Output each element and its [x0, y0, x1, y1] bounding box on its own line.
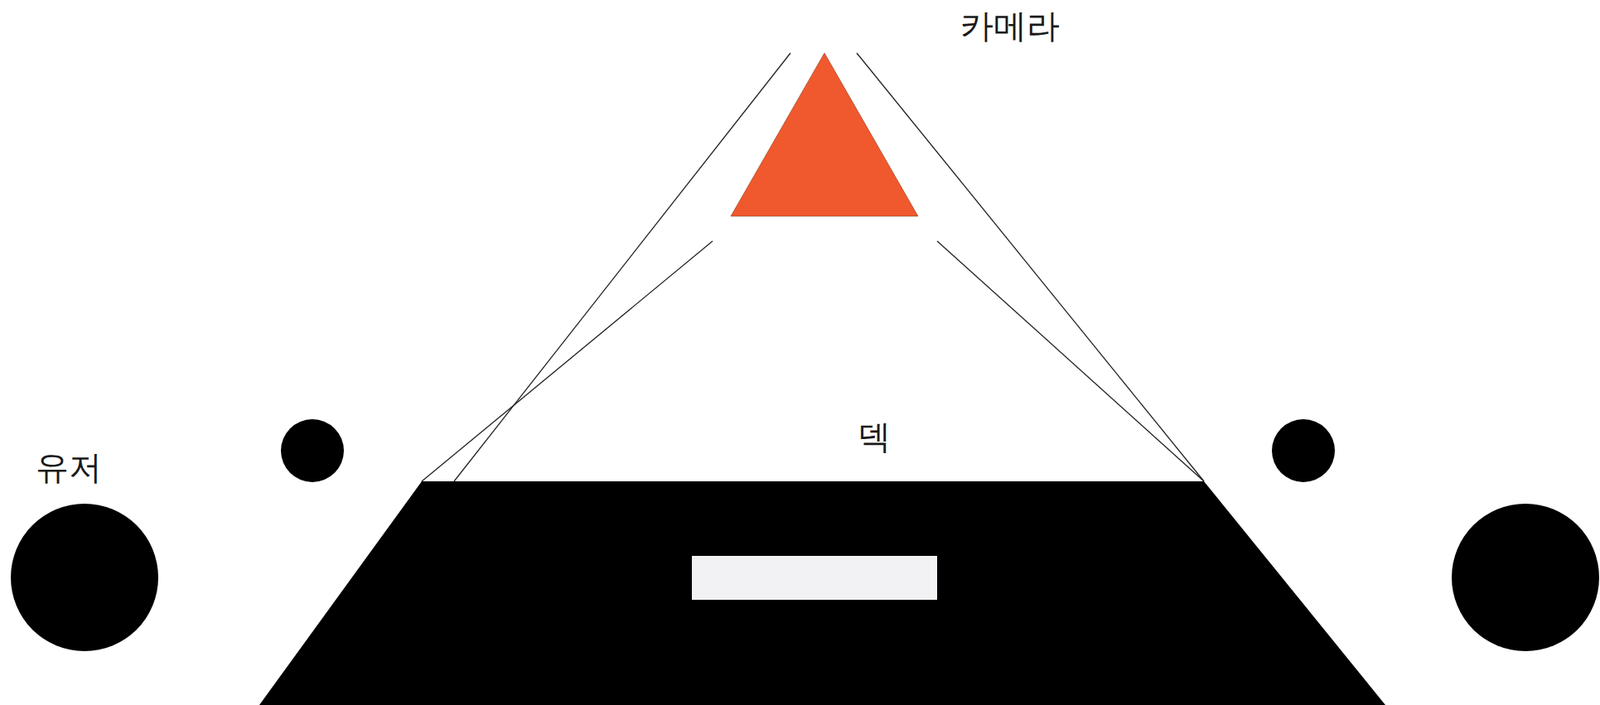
view-line	[856, 53, 1204, 482]
view-line	[421, 241, 713, 482]
deck-screen	[691, 555, 938, 600]
view-line	[937, 241, 1204, 482]
shape-outline	[259, 481, 1386, 705]
camera-triangle	[730, 53, 919, 217]
node-label: 유저	[35, 447, 102, 488]
deck-table	[259, 481, 1386, 705]
node-label: 카메라	[960, 5, 1060, 46]
view-line	[454, 53, 791, 482]
node-label: 덱	[857, 416, 891, 457]
deck-table: 덱	[259, 481, 1386, 705]
shape-outline	[730, 53, 919, 217]
user-circle	[10, 503, 159, 652]
shape-outline	[10, 503, 159, 652]
camera-triangle: 카메라	[730, 53, 919, 217]
user-circle	[1451, 503, 1600, 652]
small-dot	[1271, 419, 1335, 483]
user-circle: 유저	[10, 503, 159, 652]
small-dot	[280, 419, 344, 483]
